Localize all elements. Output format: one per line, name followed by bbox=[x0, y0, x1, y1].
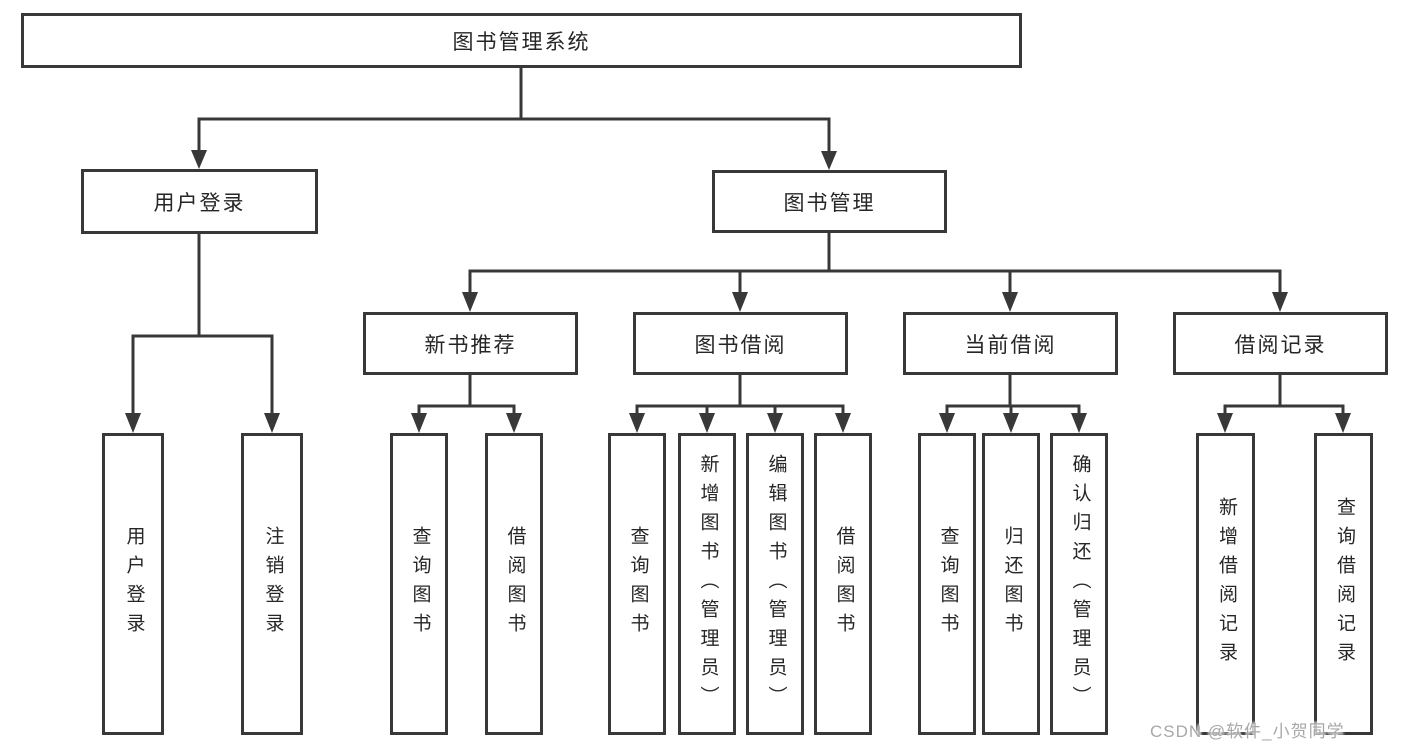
leaf-query-books-borrowing: 查询图书 bbox=[608, 433, 666, 735]
leaf-query-borrow-record-label: 查询借阅记录 bbox=[1333, 497, 1355, 671]
node-library-system-label: 图书管理系统 bbox=[452, 30, 591, 54]
leaf-add-book-admin: 新增图书（管理员） bbox=[678, 433, 736, 735]
node-user-login: 用户登录 bbox=[81, 169, 318, 234]
leaf-borrow-books-recommend-label: 借阅图书 bbox=[504, 526, 526, 642]
node-current-borrowing-label: 当前借阅 bbox=[964, 333, 1057, 357]
leaf-query-books-borrowing-label: 查询图书 bbox=[627, 526, 649, 642]
node-new-book-recommend: 新书推荐 bbox=[363, 312, 578, 375]
leaf-borrow-books-recommend: 借阅图书 bbox=[485, 433, 543, 735]
leaf-borrow-books-borrowing: 借阅图书 bbox=[814, 433, 872, 735]
leaf-add-borrow-record-label: 新增借阅记录 bbox=[1215, 497, 1237, 671]
connector-new-book-children bbox=[411, 375, 522, 433]
connector-root-to-level2 bbox=[191, 67, 837, 170]
leaf-confirm-return-admin: 确认归还（管理员） bbox=[1050, 433, 1108, 735]
connector-borrowing-records-children bbox=[1217, 375, 1351, 433]
leaf-query-books-current-label: 查询图书 bbox=[937, 526, 959, 642]
node-book-management: 图书管理 bbox=[712, 170, 947, 233]
leaf-user-login: 用户登录 bbox=[102, 433, 164, 735]
leaf-confirm-return-admin-label: 确认归还（管理员） bbox=[1069, 453, 1091, 715]
node-book-borrowing: 图书借阅 bbox=[633, 312, 848, 375]
leaf-return-book: 归还图书 bbox=[982, 433, 1040, 735]
leaf-user-login-label: 用户登录 bbox=[123, 526, 145, 642]
leaf-add-book-admin-label: 新增图书（管理员） bbox=[697, 453, 719, 715]
node-book-borrowing-label: 图书借阅 bbox=[694, 333, 787, 357]
leaf-logout-label: 注销登录 bbox=[262, 526, 284, 642]
connector-current-borrowing-children bbox=[939, 375, 1087, 433]
connector-book-borrowing-children bbox=[629, 375, 851, 433]
leaf-query-books-recommend-label: 查询图书 bbox=[409, 526, 431, 642]
leaf-logout: 注销登录 bbox=[241, 433, 303, 735]
leaf-query-borrow-record: 查询借阅记录 bbox=[1314, 433, 1373, 735]
node-new-book-recommend-label: 新书推荐 bbox=[424, 333, 517, 357]
node-borrowing-records-label: 借阅记录 bbox=[1234, 333, 1327, 357]
connector-user-login-children bbox=[125, 234, 280, 433]
node-user-login-label: 用户登录 bbox=[153, 191, 246, 215]
leaf-borrow-books-borrowing-label: 借阅图书 bbox=[833, 526, 855, 642]
node-book-management-label: 图书管理 bbox=[783, 191, 876, 215]
leaf-add-borrow-record: 新增借阅记录 bbox=[1196, 433, 1255, 735]
leaf-edit-book-admin-label: 编辑图书（管理员） bbox=[765, 453, 787, 715]
node-library-system: 图书管理系统 bbox=[21, 13, 1022, 68]
leaf-query-books-recommend: 查询图书 bbox=[390, 433, 448, 735]
node-current-borrowing: 当前借阅 bbox=[903, 312, 1118, 375]
node-borrowing-records: 借阅记录 bbox=[1173, 312, 1388, 375]
leaf-query-books-current: 查询图书 bbox=[918, 433, 976, 735]
leaf-return-book-label: 归还图书 bbox=[1001, 526, 1023, 642]
csdn-watermark: CSDN @软件_小贺同学 bbox=[1150, 722, 1345, 741]
leaf-edit-book-admin: 编辑图书（管理员） bbox=[746, 433, 804, 735]
connector-book-management-children bbox=[462, 233, 1288, 312]
